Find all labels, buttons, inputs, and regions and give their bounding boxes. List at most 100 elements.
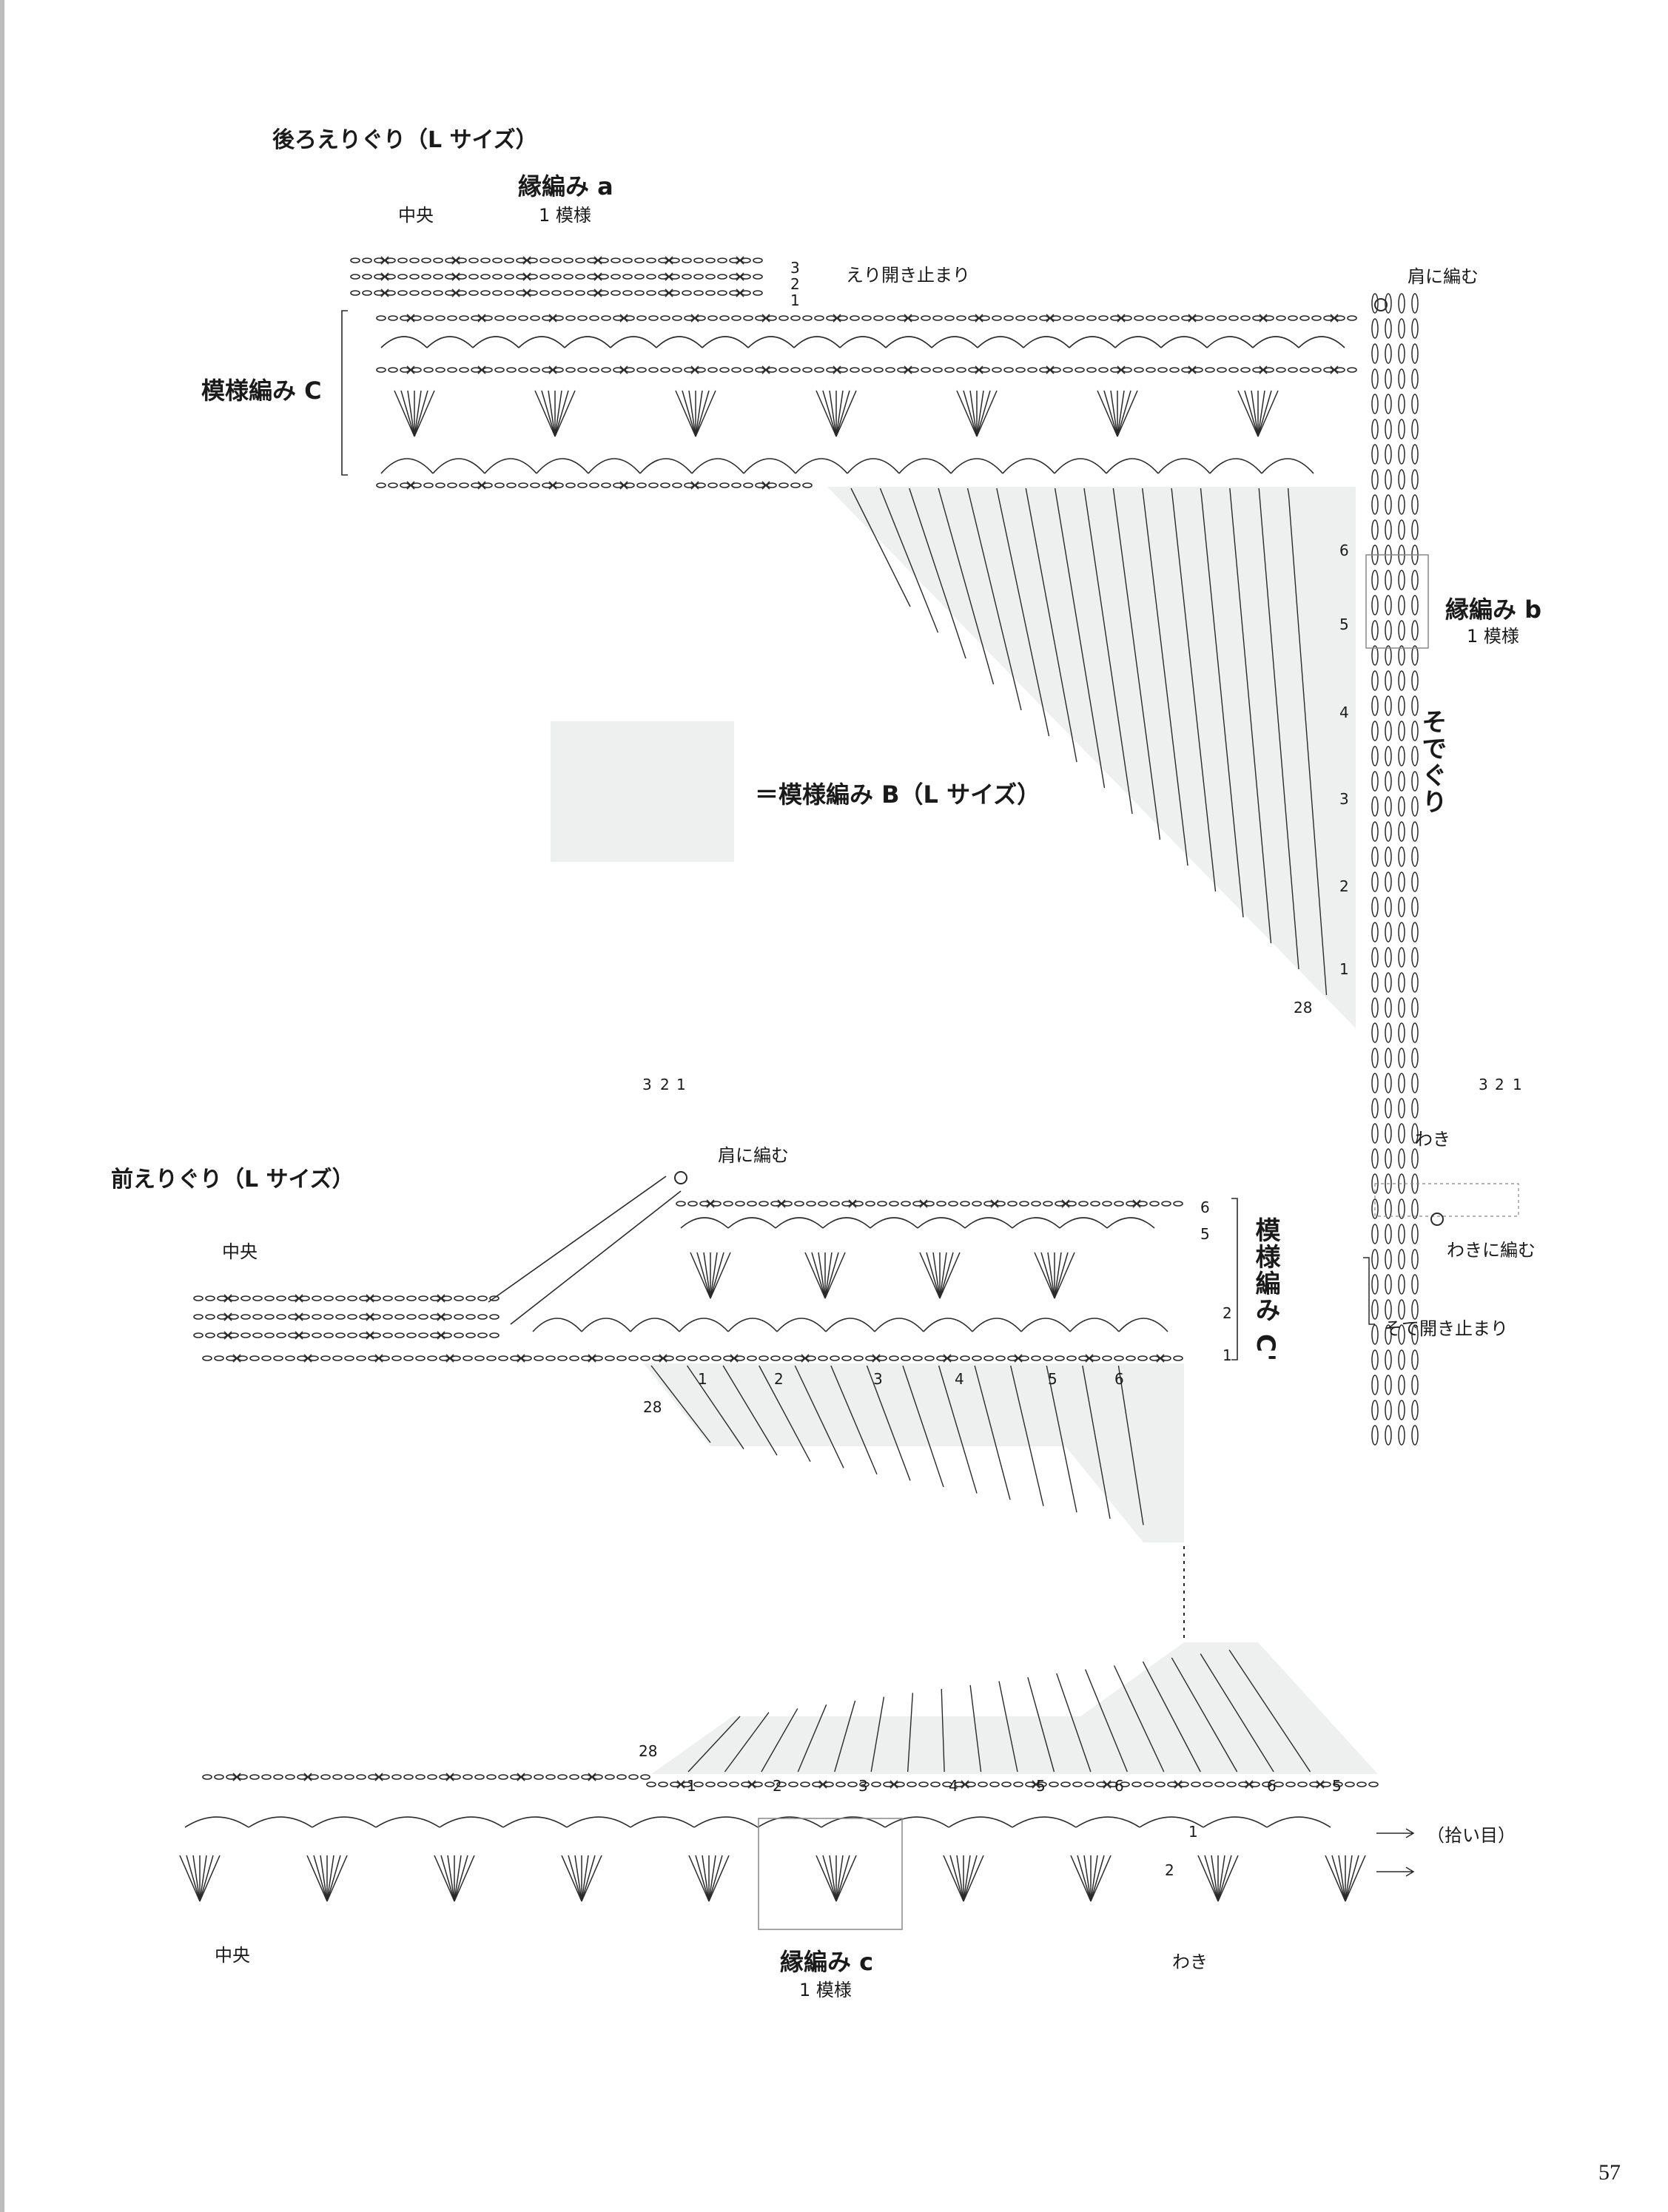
pattern-c-bracket <box>341 310 348 476</box>
front-pc-row-2: 2 <box>1223 1304 1232 1322</box>
legend-swatch <box>551 721 734 862</box>
picked-stitches-arrow-icon <box>1376 1828 1415 1838</box>
hem-side-seam-label: わき <box>1172 1952 1208 1972</box>
edging-a-repeat: 1 模様 <box>539 205 591 226</box>
hem-pb-row-2: 2 <box>773 1777 782 1795</box>
edging-b-repeat: 1 模様 <box>1467 626 1519 647</box>
hem-pb-row-6: 6 <box>1114 1777 1124 1795</box>
sleeve-opening-end-label: そで開き止まり <box>1384 1318 1508 1339</box>
back-pb-row-2: 2 <box>1339 877 1349 895</box>
edging-a-label: 縁編み a <box>518 172 613 200</box>
back-center-label: 中央 <box>398 205 434 226</box>
neck-opening-end-label: えり開き止まり <box>846 265 970 286</box>
front-center-label: 中央 <box>222 1241 258 1262</box>
front-pb-row-6: 6 <box>1114 1370 1124 1388</box>
page-edge <box>0 0 4 2212</box>
hem-pattern-b-stitches <box>687 1649 1311 1773</box>
back-pattern-c-base-row <box>376 481 813 490</box>
front-pc-row-5: 5 <box>1200 1225 1210 1243</box>
hem-pb-row-1: 1 <box>687 1777 696 1795</box>
hem-pb-row-6b: 6 <box>1267 1777 1277 1795</box>
hem-base-row <box>646 1780 1379 1789</box>
back-pb-row-1: 1 <box>1339 960 1349 978</box>
pattern-c-prime-bracket <box>1231 1198 1238 1360</box>
front-pb-row-2: 2 <box>774 1370 784 1388</box>
sleeve-opening-bracket <box>1363 1257 1375 1325</box>
hem-row-28: 28 <box>639 1742 658 1760</box>
edging-b-repeat-box <box>1365 554 1429 649</box>
hem-pb-row-3: 3 <box>858 1777 868 1795</box>
page-number: 57 <box>1598 2160 1621 2185</box>
hem-center-label: 中央 <box>215 1945 250 1966</box>
front-pattern-b-stitches <box>650 1365 1144 1525</box>
edging-c-repeat: 1 模様 <box>799 1980 852 2000</box>
front-pb-row-3: 3 <box>873 1370 883 1388</box>
back-edging-row-2 <box>350 272 763 281</box>
front-row-2: 2 <box>660 1076 670 1093</box>
front-shoulder-slope-2 <box>510 1190 682 1325</box>
edging-c-repeat-box <box>758 1818 903 1930</box>
hem-pattern-b-shading <box>651 1642 1378 1774</box>
back-pattern-c-row-2 <box>376 365 1357 374</box>
back-pb-row-4: 4 <box>1339 704 1349 721</box>
front-row-1: 1 <box>676 1076 686 1093</box>
front-pc-row-6: 6 <box>1200 1198 1210 1216</box>
armhole-label: そでぐり <box>1417 709 1447 815</box>
back-pattern-b-stitches <box>850 488 1328 996</box>
edging-b-label: 縁編み b <box>1445 596 1542 624</box>
side-row-3: 3 <box>1479 1076 1488 1093</box>
hem-edging-row-1 <box>184 1816 1331 1828</box>
attach-shoulder-front-label: 肩に編む <box>718 1145 789 1166</box>
front-center-row-1 <box>193 1331 500 1340</box>
back-row-2: 2 <box>790 275 800 293</box>
front-shoulder-marker-icon <box>674 1171 687 1184</box>
attach-side-label: わきに編む <box>1447 1240 1536 1261</box>
front-row-3: 3 <box>642 1076 652 1093</box>
front-pattern-c-arcs-2 <box>532 1318 1168 1332</box>
hem-edging-fans <box>179 1855 1366 1902</box>
front-row-28: 28 <box>643 1398 662 1416</box>
front-pb-row-1: 1 <box>698 1370 707 1388</box>
front-base-row <box>202 1354 1183 1363</box>
side-marker-icon <box>1430 1213 1444 1226</box>
hem-pb-row-4: 4 <box>949 1777 958 1795</box>
back-pattern-c-fans <box>394 390 1279 437</box>
front-pb-row-4: 4 <box>955 1370 964 1388</box>
side-row-1: 1 <box>1513 1076 1522 1093</box>
front-center-row-3 <box>193 1294 500 1303</box>
back-neck-title: 後ろえりぐり（L サイズ） <box>272 127 538 153</box>
side-seam-box <box>1374 1183 1519 1217</box>
back-pb-row-3: 3 <box>1339 790 1349 808</box>
back-edging-row-1 <box>350 289 763 297</box>
side-row-2: 2 <box>1495 1076 1504 1093</box>
front-pattern-c-row-6 <box>676 1199 1183 1208</box>
front-center-row-2 <box>193 1312 500 1321</box>
front-neck-title: 前えりぐり（L サイズ） <box>111 1167 354 1193</box>
front-pattern-c-fans <box>690 1252 1075 1299</box>
pattern-c-prime-label: 模様編み C' <box>1251 1217 1280 1363</box>
hem-edging-row-2: 2 <box>1165 1861 1174 1879</box>
back-row-1: 1 <box>790 291 800 309</box>
attach-shoulder-back-label: 肩に編む <box>1408 266 1479 287</box>
front-pattern-b-shading <box>644 1363 1184 1542</box>
back-pb-row-6: 6 <box>1339 542 1349 559</box>
hem-left-row <box>202 1773 650 1781</box>
pattern-c-label: 模様編み C <box>201 377 322 405</box>
side-seam-label: わき <box>1415 1129 1450 1150</box>
back-edging-row-3 <box>350 256 763 265</box>
hem-pb-row-5b: 5 <box>1332 1777 1342 1795</box>
hem-row-2-arrow-icon <box>1376 1867 1415 1877</box>
front-pattern-c-arcs-1 <box>680 1217 1155 1229</box>
hem-edging-row-1: 1 <box>1188 1823 1198 1841</box>
back-pb-row-5: 5 <box>1339 616 1349 633</box>
back-row-3: 3 <box>790 259 800 277</box>
front-shoulder-slope-1 <box>488 1176 667 1303</box>
legend-label: ＝模様編み B（L サイズ） <box>755 780 1041 809</box>
front-pc-row-1: 1 <box>1223 1346 1232 1364</box>
back-pattern-c-arcs-1 <box>380 336 1345 348</box>
armhole-columns <box>1371 293 1419 1446</box>
picked-stitches-label: （拾い目） <box>1427 1825 1516 1846</box>
edging-c-label: 縁編み c <box>780 1948 874 1976</box>
back-shoulder-marker-icon <box>1374 298 1388 311</box>
